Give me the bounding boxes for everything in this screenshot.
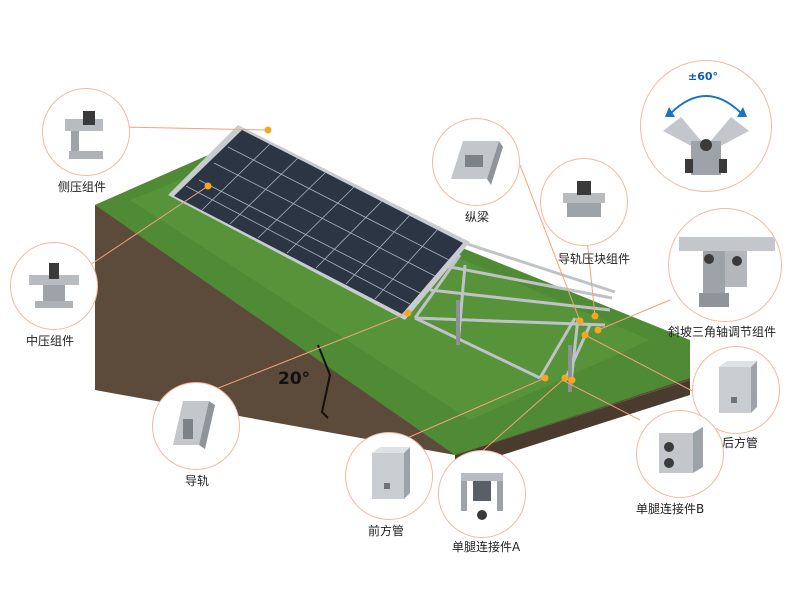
- rotation-joint-icon: [663, 95, 749, 175]
- callout-rail: [152, 382, 240, 470]
- leader-lines: [89, 126, 701, 463]
- label-rail: 导轨: [185, 474, 210, 488]
- slope-adjust-icon: [679, 237, 775, 307]
- callout-front-tube: [345, 432, 433, 520]
- mid-clamp-icon: [29, 263, 79, 308]
- callout-mid-clamp: [10, 242, 98, 330]
- callout-slope-adjust: [668, 208, 782, 322]
- callout-leg-connector-b: [636, 410, 724, 498]
- panel-grid: [185, 143, 450, 305]
- callout-leg-connector-a: [438, 450, 526, 538]
- label-rear-tube: 后方管: [722, 436, 759, 450]
- rotation-angle-label: ±60°: [688, 70, 719, 83]
- rail-clamp-icon: [563, 181, 605, 217]
- callout-rear-tube: [692, 346, 780, 434]
- angle-bracket: [317, 344, 332, 419]
- soil-side-shade: [455, 380, 690, 470]
- label-slope-adjust: 斜坡三角轴调节组件: [668, 325, 777, 339]
- rail-icon: [173, 401, 215, 449]
- label-front-tube: 前方管: [368, 524, 405, 538]
- callout-rotation-detail: [640, 60, 772, 192]
- beam-icon: [451, 141, 503, 185]
- anchor-dots: [204, 126, 602, 384]
- leg-connector-a-icon: [461, 473, 503, 520]
- label-leg-connector-b: 单腿连接件B: [636, 502, 705, 516]
- label-mid-clamp: 中压组件: [26, 334, 75, 348]
- square-tube-icon: [719, 361, 757, 413]
- callout-side-clamp: [42, 88, 130, 176]
- square-tube-icon: [372, 447, 410, 499]
- slope-angle-label: 20°: [278, 369, 310, 389]
- callout-longitudinal-beam: [432, 118, 520, 206]
- label-rail-clamp: 导轨压块组件: [558, 252, 631, 266]
- label-side-clamp: 侧压组件: [58, 180, 107, 194]
- callout-rail-clamp: [540, 158, 628, 246]
- side-clamp-icon: [65, 111, 103, 159]
- label-longitudinal-beam: 纵梁: [465, 210, 490, 224]
- label-leg-connector-a: 单腿连接件A: [452, 540, 521, 554]
- leg-connector-b-icon: [659, 427, 703, 473]
